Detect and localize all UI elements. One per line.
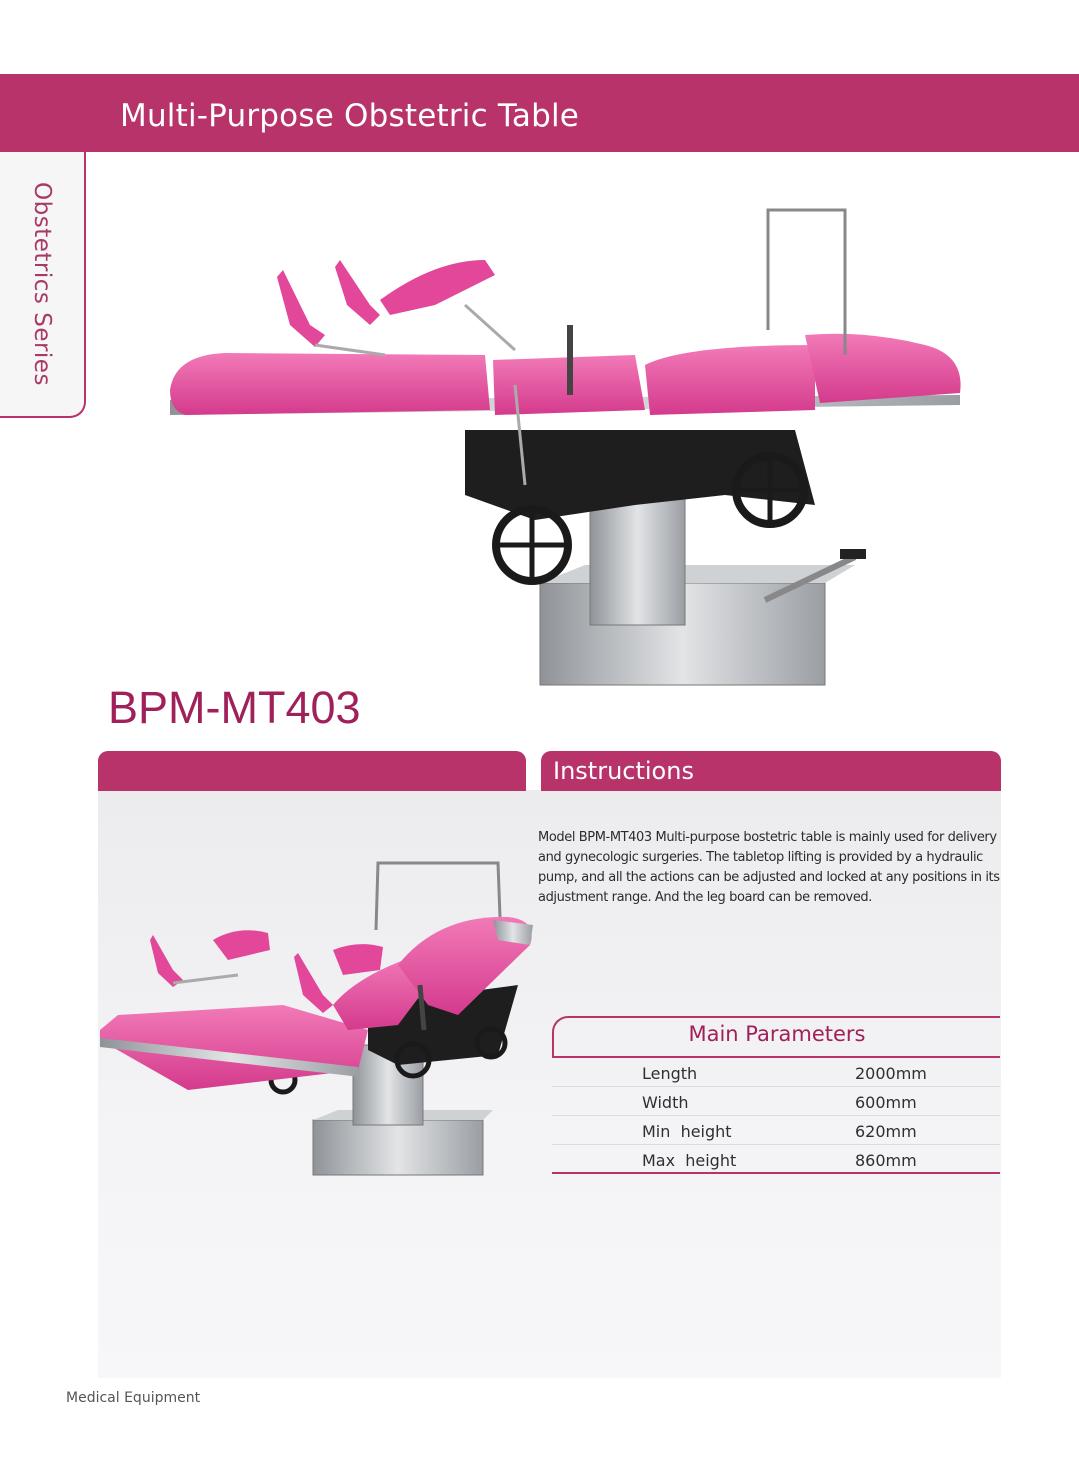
param-value: 620mm [855,1115,1000,1145]
instructions-heading: Instructions [553,757,694,785]
parameters-table: Length 2000mm Width 600mm Min height 620… [552,1056,1000,1174]
left-header-bar [98,751,526,791]
table-row: Width 600mm [552,1086,1000,1116]
model-number: BPM-MT403 [108,682,361,733]
instructions-header-bar: Instructions [541,751,1001,791]
series-label: Obstetrics Series [29,182,55,386]
instructions-text: Model BPM-MT403 Multi-purpose bostetric … [538,830,1000,905]
table-row: Max height 860mm [552,1144,1000,1173]
product-photo-secondary [100,861,533,1176]
parameters-header: Main Parameters [552,1016,1000,1056]
title-band: Multi-Purpose Obstetric Table [0,74,1079,152]
product-photo-main [170,208,961,686]
param-name: Min height [552,1115,855,1145]
main-parameters: Main Parameters Length 2000mm Width 600m… [552,1016,1000,1174]
series-tab: Obstetrics Series [0,152,86,418]
param-name: Length [552,1057,855,1087]
page-title: Multi-Purpose Obstetric Table [120,98,580,134]
param-name: Max height [642,1150,737,1170]
param-value: 2000mm [855,1057,1000,1087]
param-name: Width [552,1086,855,1116]
param-value: 860mm [855,1150,917,1170]
param-value: 600mm [855,1086,1000,1116]
footer-text: Medical Equipment [66,1390,201,1406]
table-row: Min height 620mm [552,1115,1000,1145]
table-row: Length 2000mm [552,1057,1000,1087]
parameters-heading: Main Parameters [688,1022,866,1046]
